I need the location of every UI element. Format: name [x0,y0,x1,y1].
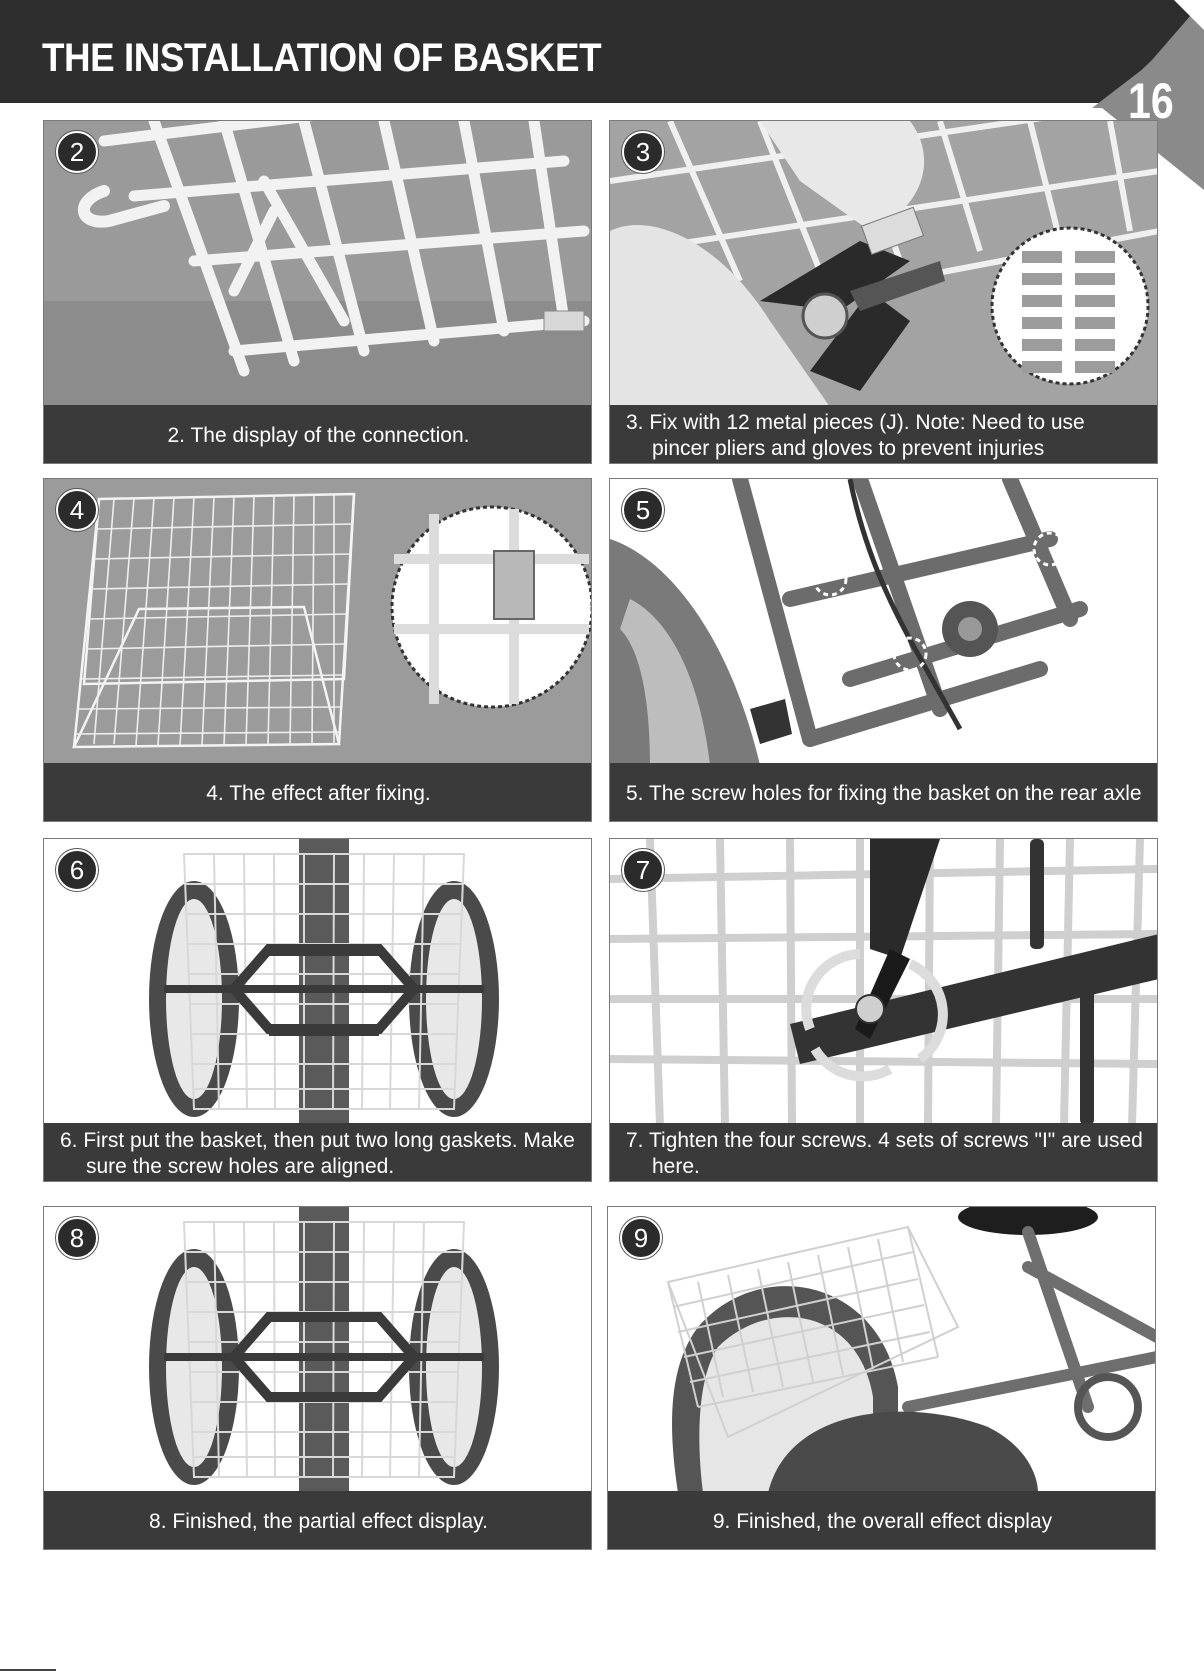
photo-basket-connection [44,121,591,407]
step-panel-2: 2 2. The display of the connection. [43,120,592,464]
step-caption: 4. The effect after fixing. [44,763,591,821]
step-caption: 5. The screw holes for fixing the basket… [610,763,1157,821]
step-panel-5: 5 5. The screw holes for fixing the bask… [609,478,1158,822]
step-panel-4: 4 4. The effect after fixing. [43,478,592,822]
step-caption-text: 7. Tighten the four screws. 4 sets of sc… [626,1128,1143,1178]
step-panel-3: 3 3. Fix with 12 metal pieces (J). Note:… [609,120,1158,464]
step-number-badge: 3 [622,131,664,173]
step-caption: 6. First put the basket, then put two lo… [44,1123,591,1181]
step-caption-text: 9. Finished, the overall effect display [712,1509,1053,1533]
step-caption-text: 8. Finished, the partial effect display. [149,1509,488,1533]
page-title: THE INSTALLATION OF BASKET [42,36,602,80]
photo-assembled-basket [44,479,591,765]
photo-tightening-screws [610,839,1157,1125]
step-panel-7: 7 7. Tighten the four screws. 4 sets of … [609,838,1158,1182]
photo-pliers-fixing [610,121,1157,407]
step-panel-6: 6 6. First put the basket, then put two … [43,838,592,1182]
photo-rear-axle-holes [610,479,1157,765]
photo-basket-installed [44,1207,591,1493]
step-panel-8: 8 8. Finished, the partial effect displa… [43,1206,592,1550]
footer-rule [0,1669,56,1671]
step-number-badge: 7 [622,849,664,891]
step-number-badge: 4 [56,489,98,531]
step-caption: 8. Finished, the partial effect display. [44,1491,591,1549]
step-number-badge: 6 [56,849,98,891]
step-number-badge: 9 [620,1217,662,1259]
photo-basket-top-view [44,839,591,1125]
step-number-badge: 5 [622,489,664,531]
page-corner-tab [1074,0,1204,190]
photo-tricycle-with-basket [608,1207,1155,1493]
step-caption-text: 3. Fix with 12 metal pieces (J). Note: N… [626,410,1085,460]
step-caption-text: 5. The screw holes for fixing the basket… [626,781,1142,805]
step-number-badge: 2 [56,131,98,173]
step-caption: 3. Fix with 12 metal pieces (J). Note: N… [610,405,1157,463]
step-panel-9: 9 9. Finished, the overall effect displa… [607,1206,1156,1550]
step-caption: 9. Finished, the overall effect display [608,1491,1155,1549]
step-caption: 7. Tighten the four screws. 4 sets of sc… [610,1123,1157,1181]
page-number: 16 [1128,73,1174,129]
step-number-badge: 8 [56,1217,98,1259]
step-caption-text: 2. The display of the connection. [167,423,470,447]
step-caption-text: 6. First put the basket, then put two lo… [60,1128,575,1178]
step-caption-text: 4. The effect after fixing. [206,781,431,805]
header-bar [0,0,1204,103]
step-caption: 2. The display of the connection. [44,405,591,463]
